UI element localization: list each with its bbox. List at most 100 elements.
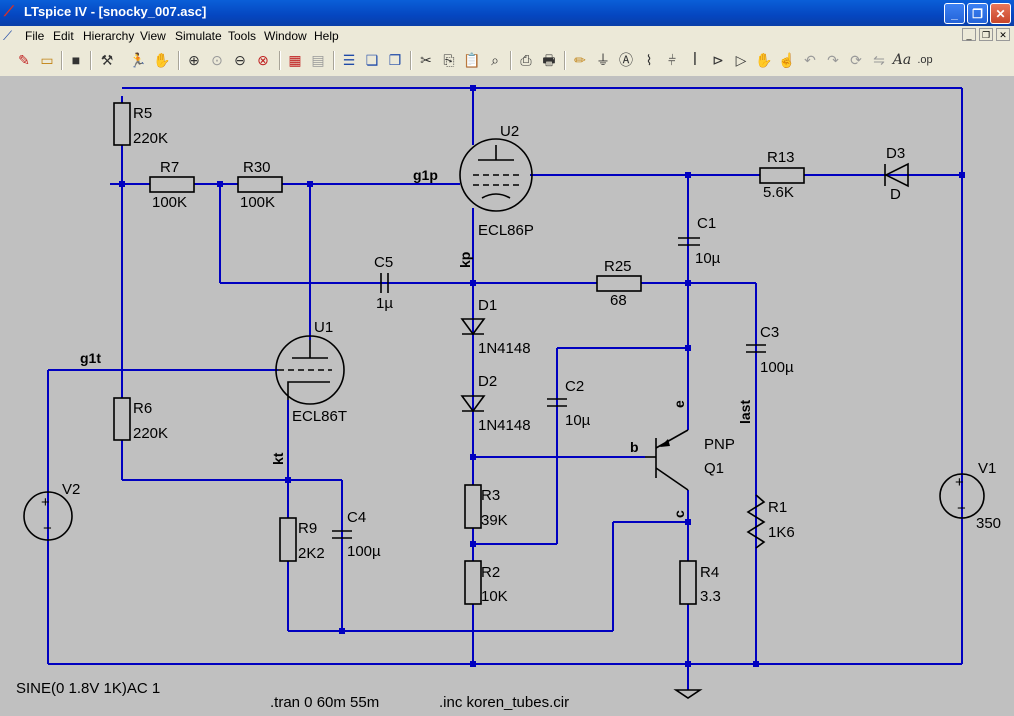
r2-value: 10K	[481, 588, 508, 605]
spice-directive-icon[interactable]: .op	[917, 54, 933, 66]
undo-icon[interactable]: ↶	[804, 52, 816, 68]
r7-value: 100K	[152, 194, 187, 211]
zoom-out-icon[interactable]: ⊖	[234, 52, 246, 68]
capacitor-icon[interactable]: ⫩	[667, 52, 677, 68]
resistor-r6[interactable]: R6 220K	[113, 397, 168, 442]
rotate-icon[interactable]: ⟳	[850, 52, 862, 68]
ground-symbol[interactable]	[673, 689, 703, 699]
minimize-icon[interactable]: _	[944, 3, 965, 24]
voltage-source-v2[interactable]: + − V2	[23, 481, 80, 541]
menu-hierarchy[interactable]: Hierarchy	[83, 29, 135, 43]
cut-icon[interactable]: ✂	[420, 52, 432, 68]
zoom-full-icon[interactable]: ⊙	[211, 52, 223, 68]
resistor-r30[interactable]: R30 100K	[237, 159, 283, 211]
resistor-r9[interactable]: R9 2K2	[279, 517, 325, 562]
d3-value: D	[890, 186, 901, 203]
tile-horizontal-icon[interactable]: ☰	[342, 52, 356, 68]
run-icon[interactable]: 🏃	[129, 52, 147, 68]
resistor-r4[interactable]: R4 3.3	[679, 560, 721, 605]
diode-d3[interactable]: D3 D	[884, 145, 909, 203]
autorange-icon[interactable]: ▦	[288, 52, 302, 68]
print-icon[interactable]: 🖶	[542, 52, 556, 68]
menu-edit[interactable]: Edit	[53, 29, 74, 43]
resistor-r25[interactable]: R25 68	[596, 258, 642, 309]
resistor-icon[interactable]: ⌇	[645, 52, 653, 68]
resistor-r1[interactable]: R1 1K6	[746, 494, 795, 549]
document-icon[interactable]: ⟋	[3, 28, 13, 43]
capacitor-c2[interactable]: C2 10µ	[547, 378, 591, 429]
open-icon[interactable]: ▭	[40, 52, 54, 68]
menu-simulate[interactable]: Simulate	[175, 29, 222, 43]
menu-file[interactable]: File	[25, 29, 45, 43]
new-schematic-icon[interactable]: ✎	[18, 52, 30, 68]
r25-name: R25	[604, 258, 632, 275]
c2-name: C2	[565, 378, 584, 395]
ground-icon[interactable]: ⏚	[596, 52, 610, 68]
mdi-restore-icon[interactable]: ❐	[979, 28, 993, 41]
d2-value: 1N4148	[478, 417, 531, 434]
control-panel-icon[interactable]: ⚒	[100, 52, 114, 68]
menu-help[interactable]: Help	[314, 29, 339, 43]
spice-directives[interactable]: SINE(0 1.8V 1K)AC 1 .tran 0 60m 55m .inc…	[16, 680, 569, 711]
diode-icon[interactable]: ⊳	[712, 52, 724, 68]
d1-value: 1N4148	[478, 340, 531, 357]
tube-u2[interactable]: U2 ECL86P	[459, 123, 534, 239]
net-labels: g1p kp g1t kt last e b c	[80, 167, 753, 518]
schematic-canvas[interactable]: R5 220K R7 100K R30 100K R13 5.6K D3 D U…	[0, 76, 1014, 716]
v2-name: V2	[62, 481, 80, 498]
c3-value: 100µ	[760, 359, 794, 376]
plot-settings-icon[interactable]: ▤	[311, 52, 325, 68]
resistor-r7[interactable]: R7 100K	[149, 159, 195, 211]
menu-view[interactable]: View	[140, 29, 166, 43]
capacitor-c5[interactable]: C5 1µ	[374, 254, 393, 312]
copy-icon[interactable]: ⎘	[443, 52, 455, 68]
diode-d2[interactable]: D2 1N4148	[460, 373, 531, 434]
halt-icon[interactable]: ✋	[153, 52, 171, 68]
mirror-icon[interactable]: ⇋	[873, 52, 885, 68]
draw-wire-icon[interactable]: ✏	[574, 52, 586, 68]
cancel-zoom-icon[interactable]: ⊗	[257, 52, 269, 68]
voltage-source-v1[interactable]: + − V1 350	[939, 460, 1001, 532]
inductor-icon[interactable]: ꟾ	[692, 52, 698, 68]
redo-icon[interactable]: ↷	[827, 52, 839, 68]
r3-name: R3	[481, 487, 500, 504]
component-icon[interactable]: ▷	[735, 52, 747, 68]
close-all-icon[interactable]: ❐	[388, 52, 402, 68]
mdi-close-icon[interactable]: ✕	[996, 28, 1010, 41]
resistor-r2[interactable]: R2 10K	[464, 560, 508, 605]
d3-name: D3	[886, 145, 905, 162]
drag-icon[interactable]: ☝	[778, 52, 796, 68]
transistor-q1[interactable]: PNP Q1	[645, 429, 735, 491]
capacitor-c4[interactable]: C4 100µ	[332, 509, 381, 560]
u2-value: ECL86P	[478, 222, 534, 239]
paste-icon[interactable]: 📋	[463, 52, 481, 68]
print-setup-icon[interactable]: ⎙	[520, 52, 532, 68]
move-icon[interactable]: ✋	[755, 52, 773, 68]
diode-d1[interactable]: D1 1N4148	[460, 297, 531, 357]
capacitor-c1[interactable]: C1 10µ	[678, 215, 721, 267]
find-icon[interactable]: ⌕	[491, 52, 499, 68]
ltspice-app-icon[interactable]: ⟋	[4, 4, 14, 20]
net-label-g1p: g1p	[413, 167, 438, 183]
resistor-r5[interactable]: R5 220K	[113, 102, 168, 147]
text-icon[interactable]: Aa	[892, 52, 912, 68]
cascade-icon[interactable]: ❏	[365, 52, 379, 68]
close-icon[interactable]: ✕	[990, 3, 1011, 24]
zoom-in-icon[interactable]: ⊕	[188, 52, 200, 68]
menu-window[interactable]: Window	[264, 29, 307, 43]
mdi-minimize-icon[interactable]: _	[962, 28, 976, 41]
d2-name: D2	[478, 373, 497, 390]
tube-u1[interactable]: U1 ECL86T	[275, 319, 347, 425]
save-icon[interactable]: ■	[71, 52, 81, 68]
resistor-r3[interactable]: R3 39K	[464, 484, 508, 529]
r3-value: 39K	[481, 512, 508, 529]
schematic-drawing[interactable]: R5 220K R7 100K R30 100K R13 5.6K D3 D U…	[0, 76, 1014, 716]
net-label-e: e	[671, 400, 687, 408]
capacitor-c3[interactable]: C3 100µ	[746, 324, 794, 376]
r5-value: 220K	[133, 130, 168, 147]
r1-value: 1K6	[768, 524, 795, 541]
resistor-r13[interactable]: R13 5.6K	[759, 149, 805, 201]
menu-tools[interactable]: Tools	[228, 29, 257, 43]
restore-icon[interactable]: ❐	[967, 3, 988, 24]
label-net-icon[interactable]: Ⓐ	[619, 52, 633, 68]
